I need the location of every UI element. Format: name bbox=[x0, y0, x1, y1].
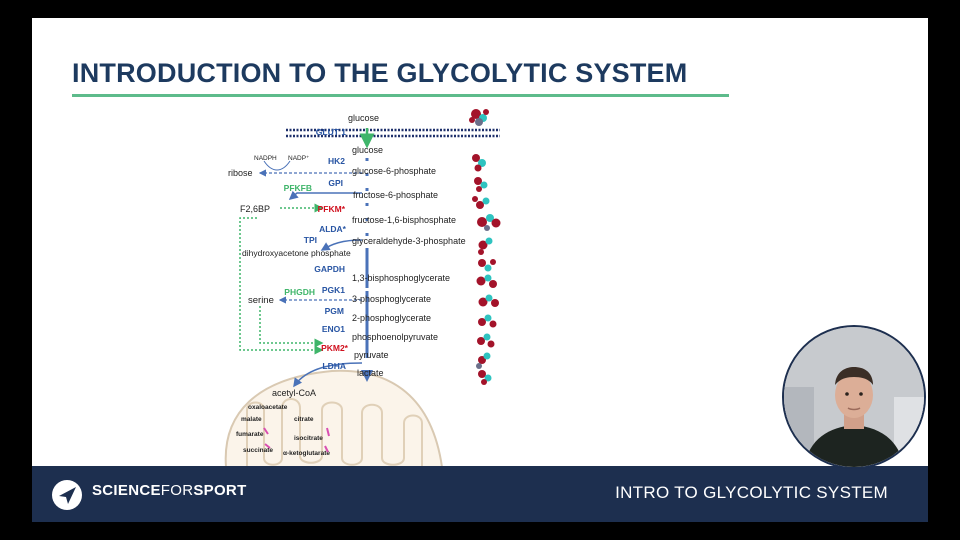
glycolysis-diagram: glucose glucose glucose-6-phosphate fruc… bbox=[224, 109, 501, 467]
tca-isocitrate: isocitrate bbox=[294, 435, 323, 442]
tca-succinate: succinate bbox=[243, 447, 273, 454]
presenter-webcam bbox=[782, 325, 926, 469]
tca-acetyl-coa: acetyl-CoA bbox=[272, 388, 316, 398]
product-serine: serine bbox=[248, 295, 274, 306]
metabolite-fructose-6-phosphate: fructose-6-phosphate bbox=[353, 190, 438, 200]
metabolite-2-phosphoglycerate: 2-phosphoglycerate bbox=[352, 313, 431, 323]
metabolite-3-phosphoglycerate: 3-phosphoglycerate bbox=[352, 294, 431, 304]
title-underline bbox=[72, 94, 729, 97]
brand-for: FOR bbox=[160, 482, 194, 499]
metabolite-glyceraldehyde-3-phosphate: glyceraldehyde-3-phosphate bbox=[352, 236, 466, 246]
enzyme-pfkm: PFKM* bbox=[318, 204, 346, 214]
tca-oxaloacetate: oxaloacetate bbox=[248, 404, 288, 411]
enzyme-pgm: PGM bbox=[325, 306, 344, 316]
enzyme-hk2: HK2 bbox=[328, 156, 345, 166]
brand-sport: SPORT bbox=[193, 482, 247, 499]
enzyme-ldha: LDHA bbox=[322, 361, 346, 371]
metabolite-1-3-bisphosphoglycerate: 1,3-bisphosphoglycerate bbox=[352, 273, 450, 283]
side-branch-arrows bbox=[239, 160, 363, 388]
brand-wordmark: SCIENCEFORSPORT bbox=[92, 482, 247, 499]
footer-section-title: INTRO TO GLYCOLYTIC SYSTEM bbox=[615, 483, 888, 502]
enzyme-pfkfb: PFKFB bbox=[284, 183, 312, 193]
enzyme-pkm2: PKM2* bbox=[321, 343, 349, 353]
tca-citrate: citrate bbox=[294, 416, 314, 423]
transporter-glut1: GLUT 1 bbox=[316, 127, 346, 137]
slide-title: INTRODUCTION TO THE GLYCOLYTIC SYSTEM bbox=[72, 58, 688, 88]
extracellular-glucose-label: glucose bbox=[348, 113, 379, 123]
metabolite-fructose-1-6-bisphosphate: fructose-1,6-bisphosphate bbox=[352, 215, 456, 225]
enzyme-eno1: ENO1 bbox=[322, 324, 345, 334]
science-for-sport-logo-icon bbox=[52, 480, 82, 510]
enzyme-gapdh: GAPDH bbox=[314, 264, 345, 274]
presenter-video-icon bbox=[784, 327, 924, 467]
product-ribose: ribose bbox=[228, 168, 253, 178]
enzyme-pgk1: PGK1 bbox=[322, 285, 345, 295]
tca-malate: malate bbox=[241, 416, 262, 423]
mitochondrion bbox=[224, 369, 444, 467]
brand-science: SCIENCE bbox=[92, 482, 161, 499]
metabolite-phosphoenolpyruvate: phosphoenolpyruvate bbox=[352, 332, 438, 342]
cell-membrane bbox=[286, 128, 500, 138]
tca-alpha-ketoglutarate: α-ketoglutarate bbox=[283, 450, 330, 457]
cofactor-nadph: NADPH bbox=[254, 155, 277, 162]
molecule-glucose-model bbox=[469, 109, 489, 126]
product-f26bp: F2,6BP bbox=[240, 204, 270, 214]
tca-fumarate: fumarate bbox=[236, 431, 264, 438]
metabolite-lactate: lactate bbox=[357, 368, 384, 378]
metabolite-glucose: glucose bbox=[352, 145, 383, 155]
enzyme-gpi: GPI bbox=[328, 178, 343, 188]
enzyme-alda: ALDA* bbox=[319, 224, 347, 234]
metabolite-glucose-6-phosphate: glucose-6-phosphate bbox=[352, 166, 436, 176]
enzyme-phgdh: PHGDH bbox=[284, 287, 315, 297]
molecule-models bbox=[469, 109, 501, 385]
slide-footer: SCIENCEFORSPORT INTRO TO GLYCOLYTIC SYST… bbox=[32, 466, 928, 522]
cofactor-nadp: NADP⁺ bbox=[288, 155, 310, 162]
enzyme-tpi: TPI bbox=[304, 235, 317, 245]
slide: INTRODUCTION TO THE GLYCOLYTIC SYSTEM bbox=[32, 18, 928, 522]
metabolite-pyruvate: pyruvate bbox=[354, 350, 389, 360]
product-dihydroxyacetone-phosphate: dihydroxyacetone phosphate bbox=[242, 248, 351, 258]
